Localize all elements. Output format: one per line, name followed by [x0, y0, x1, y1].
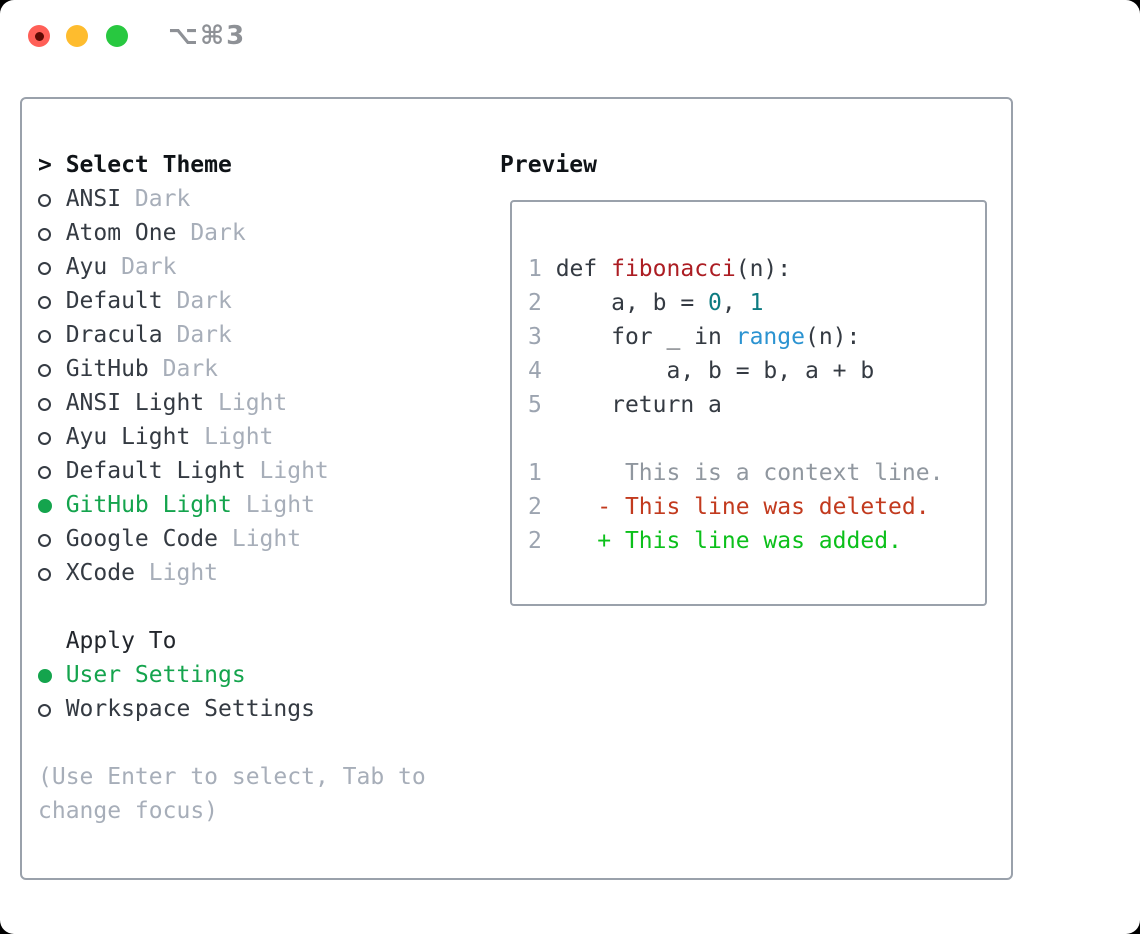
diff-context-line: 1 This is a context line.	[528, 460, 944, 486]
apply-option-label: Workspace Settings	[65, 696, 315, 722]
theme-tag: Dark	[134, 186, 191, 212]
help-text-line2: change focus)	[38, 798, 219, 824]
theme-name: Google Code	[65, 526, 219, 552]
select-theme-header: > Select Theme	[38, 148, 426, 182]
apply-to-label: Apply To	[65, 628, 177, 654]
spacer	[38, 590, 426, 624]
radio-unselected-icon	[38, 250, 66, 284]
theme-option-ayu-light[interactable]: Ayu Light Light	[38, 420, 426, 454]
minimize-button[interactable]	[66, 25, 88, 47]
theme-option-xcode[interactable]: XCode Light	[38, 556, 426, 590]
theme-tag: Dark	[121, 254, 177, 280]
apply-option-workspace-settings[interactable]: Workspace Settings	[38, 692, 426, 726]
line-number: 2	[528, 290, 542, 316]
radio-unselected-icon	[38, 522, 66, 556]
theme-name: Atom One	[65, 220, 177, 246]
theme-option-github-dark[interactable]: GitHub Dark	[38, 352, 426, 386]
theme-tag: Dark	[176, 288, 232, 314]
code-line: 1 def fibonacci(n):	[528, 256, 792, 282]
radio-selected-icon	[38, 658, 66, 692]
code-line: 3 for _ in range(n):	[528, 324, 861, 350]
apply-to-header: Apply To	[38, 624, 426, 658]
line-number: 3	[528, 324, 542, 350]
theme-name: ANSI	[65, 186, 122, 212]
builtin-call-token: range	[735, 324, 805, 350]
line-number: 1	[528, 256, 542, 282]
theme-tag: Dark	[190, 220, 246, 246]
theme-tag: Dark	[162, 356, 219, 382]
preview-header: Preview	[500, 152, 597, 178]
line-number: 2	[528, 494, 542, 520]
line-number: 2	[528, 528, 542, 554]
theme-option-default-dark[interactable]: Default Dark	[38, 284, 426, 318]
zoom-button[interactable]	[106, 25, 128, 47]
close-button[interactable]	[28, 25, 50, 47]
diff-deleted-line: 2 - This line was deleted.	[528, 494, 930, 520]
help-text-line1: (Use Enter to select, Tab to	[38, 764, 426, 790]
theme-tag: Dark	[176, 322, 232, 348]
theme-name: GitHub	[65, 356, 149, 382]
theme-option-atom-one-dark[interactable]: Atom One Dark	[38, 216, 426, 250]
radio-unselected-icon	[38, 420, 66, 454]
theme-tag: Light	[245, 492, 315, 518]
theme-name: Ayu Light	[65, 424, 191, 450]
theme-option-default-light[interactable]: Default Light Light	[38, 454, 426, 488]
line-number: 4	[528, 358, 542, 384]
line-number: 1	[528, 460, 542, 486]
apply-option-label: User Settings	[65, 662, 246, 688]
radio-unselected-icon	[38, 454, 66, 488]
theme-option-google-code[interactable]: Google Code Light	[38, 522, 426, 556]
theme-name: GitHub Light	[65, 492, 232, 518]
theme-tag: Light	[218, 390, 288, 416]
preview-pane: 1 def fibonacci(n): 2 a, b = 0, 1 3 for …	[510, 200, 987, 606]
radio-selected-icon	[38, 488, 66, 522]
radio-unselected-icon	[38, 216, 66, 250]
spacer	[528, 218, 985, 252]
function-name-token: fibonacci	[611, 256, 736, 282]
code-line: 2 a, b = 0, 1	[528, 290, 764, 316]
radio-unselected-icon	[38, 556, 66, 590]
spacer	[528, 422, 985, 456]
number-literal-token: 1	[749, 290, 764, 316]
theme-option-dracula-dark[interactable]: Dracula Dark	[38, 318, 426, 352]
prompt-icon: >	[38, 152, 52, 178]
theme-option-ansi-light[interactable]: ANSI Light Light	[38, 386, 426, 420]
apply-option-user-settings[interactable]: User Settings	[38, 658, 426, 692]
spacer	[38, 726, 426, 760]
radio-unselected-icon	[38, 692, 66, 726]
theme-tag: Light	[148, 560, 219, 586]
radio-unselected-icon	[38, 182, 66, 216]
window-title: ⌥⌘3	[168, 21, 247, 51]
number-literal-token: 0	[708, 290, 722, 316]
line-number: 5	[528, 392, 542, 418]
radio-unselected-icon	[38, 284, 66, 318]
theme-name: Ayu	[65, 254, 108, 280]
theme-tag: Light	[231, 526, 302, 552]
radio-unselected-icon	[38, 386, 66, 420]
theme-tag: Light	[204, 424, 274, 450]
theme-option-github-light[interactable]: GitHub Light Light	[38, 488, 426, 522]
theme-option-ansi-dark[interactable]: ANSI Dark	[38, 182, 426, 216]
theme-option-ayu-dark[interactable]: Ayu Dark	[38, 250, 426, 284]
radio-unselected-icon	[38, 318, 66, 352]
theme-name: Dracula	[65, 322, 163, 348]
theme-tag: Light	[259, 458, 329, 484]
code-line: 4 a, b = b, a + b	[528, 358, 875, 384]
code-line: 5 return a	[528, 392, 722, 418]
diff-added-line: 2 + This line was added.	[528, 528, 902, 554]
theme-name: Default Light	[65, 458, 246, 484]
select-theme-label: Select Theme	[65, 152, 232, 178]
radio-unselected-icon	[38, 352, 66, 386]
theme-name: XCode	[65, 560, 135, 586]
theme-name: Default	[65, 288, 163, 314]
theme-name: ANSI Light	[65, 390, 205, 416]
